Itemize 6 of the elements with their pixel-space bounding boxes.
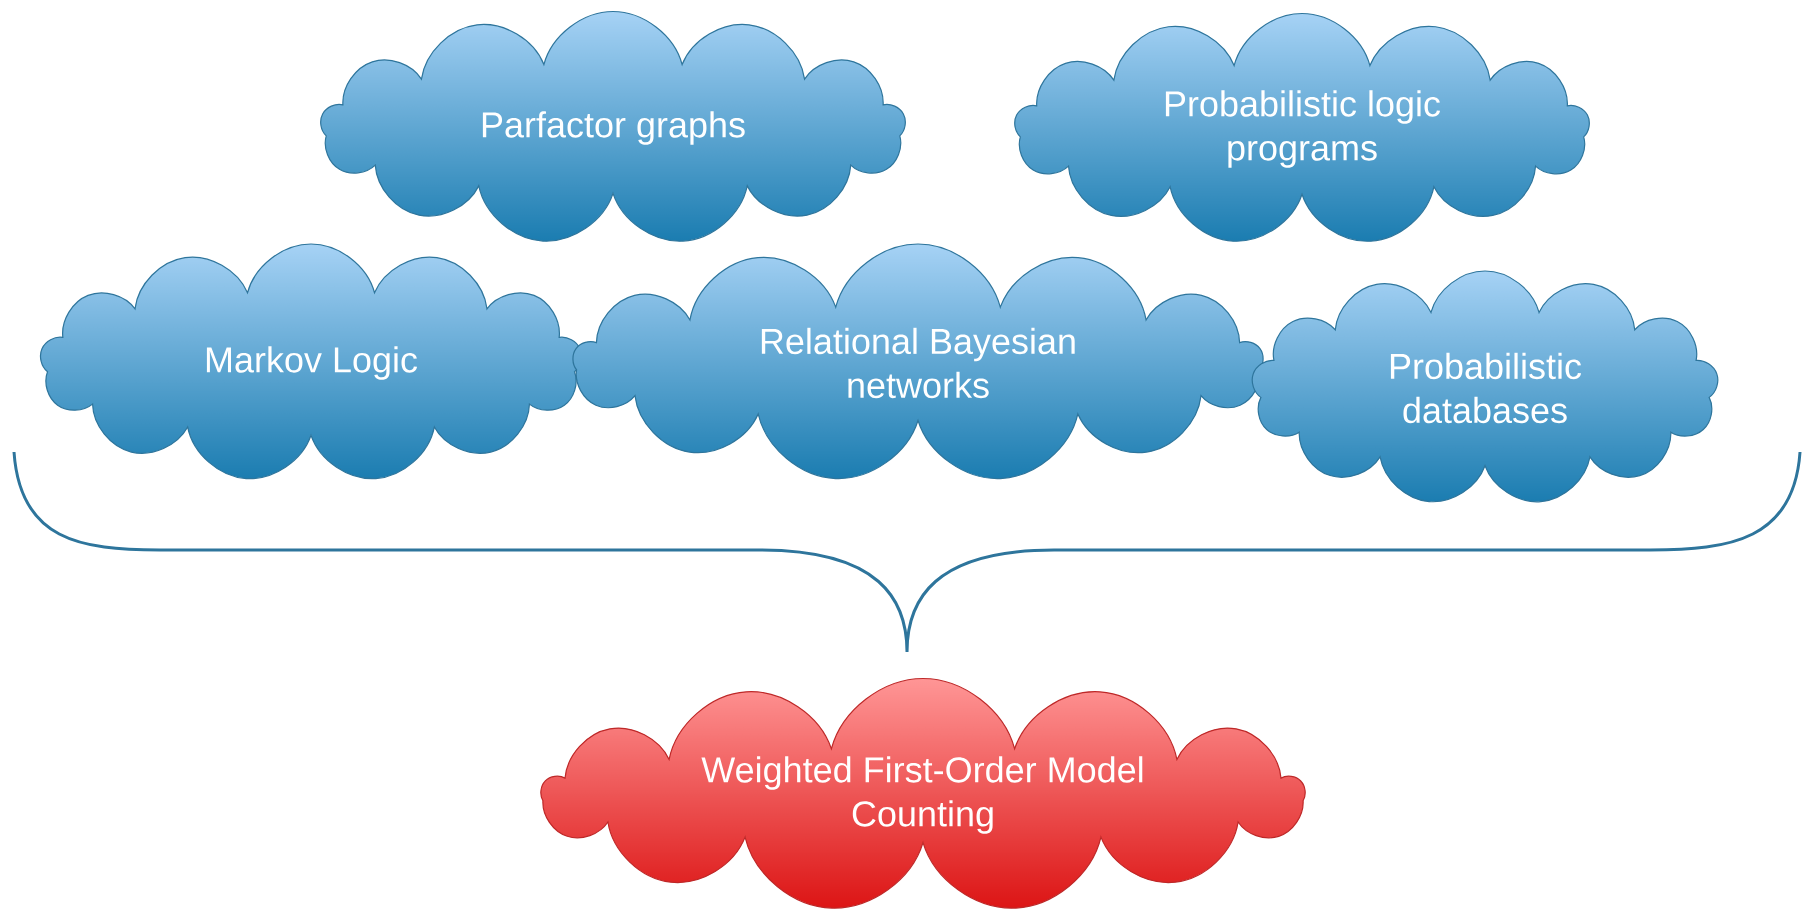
cloud: Probabilistic logic programs — [1014, 12, 1590, 242]
cloud: Markov Logic — [39, 243, 583, 480]
cloud: Parfactor graphs — [320, 10, 906, 242]
cloud: Relational Bayesian networks — [572, 243, 1264, 480]
cloud: Probabilistic databases — [1251, 270, 1719, 503]
cloud: Weighted First-Order Model Counting — [540, 677, 1306, 909]
